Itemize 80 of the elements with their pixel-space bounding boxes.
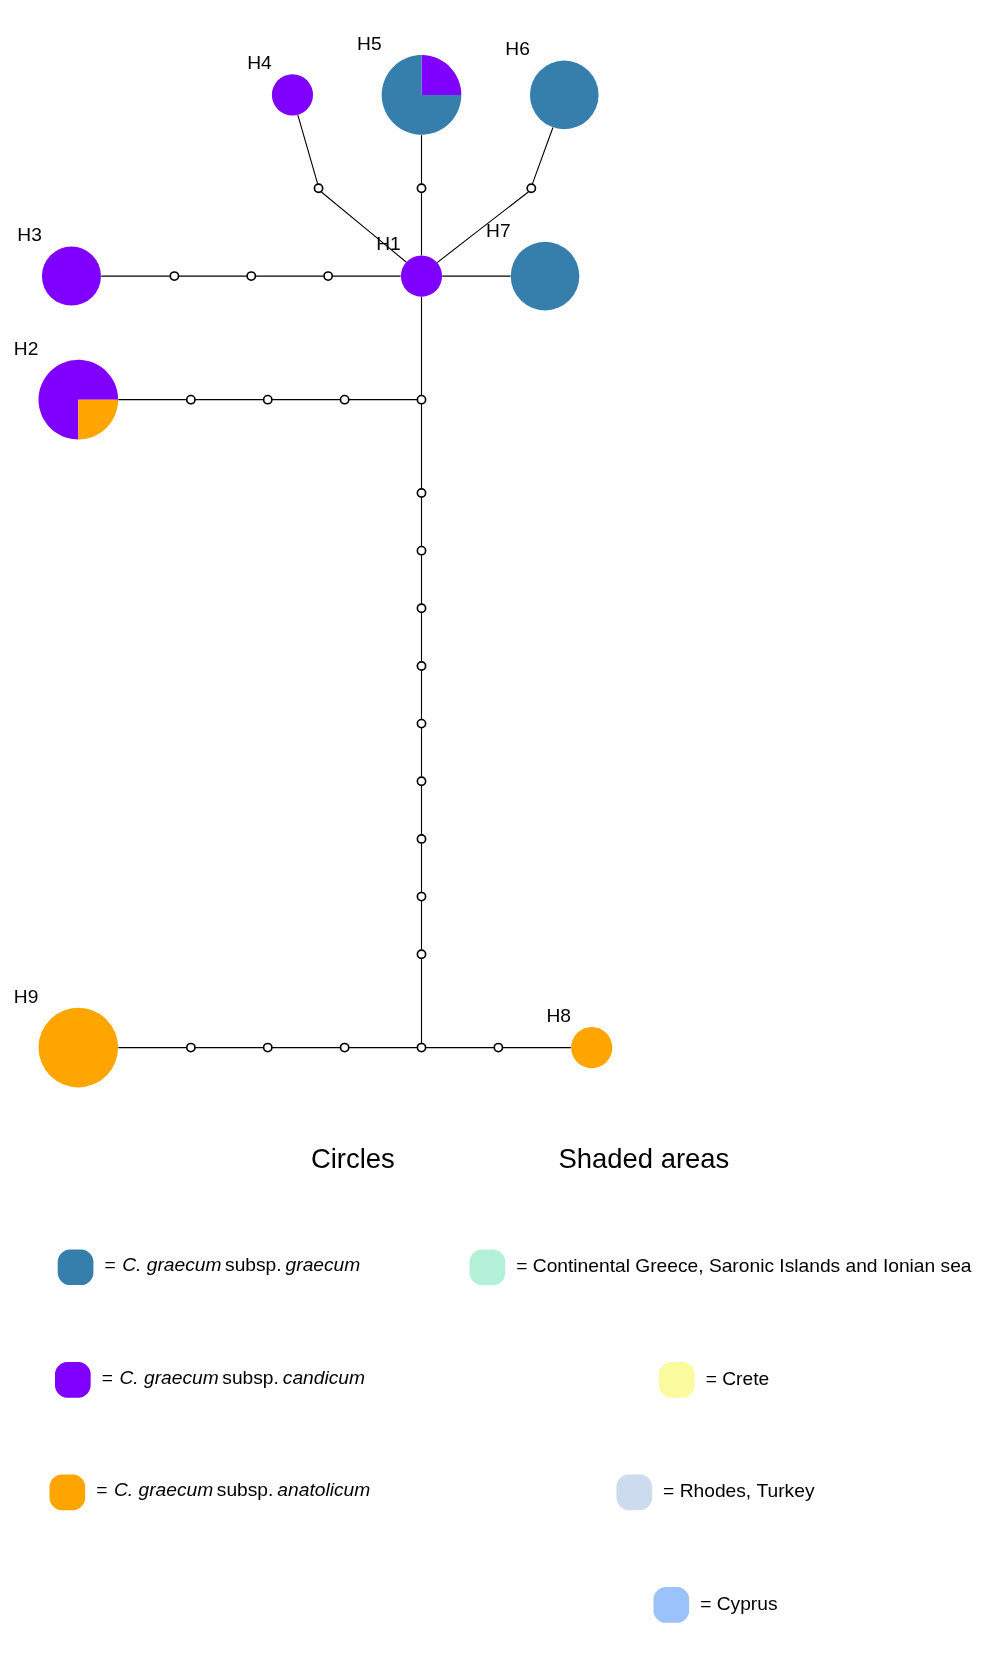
node-circle — [246, 270, 257, 281]
connector — [441, 275, 512, 277]
connector — [331, 275, 402, 277]
legend-label: = C. graecum subsp. graecum — [104, 1253, 361, 1275]
connector — [194, 398, 264, 400]
node-label: H4 — [247, 51, 272, 73]
connector — [320, 190, 407, 263]
connector — [348, 398, 418, 400]
legend-label: = Crete — [705, 1367, 770, 1389]
node-circle — [185, 394, 196, 405]
node-circle — [41, 246, 101, 306]
node-circle — [185, 1042, 196, 1053]
node-circle — [262, 1042, 273, 1053]
node-circle — [510, 241, 580, 310]
label: Circles — [310, 1142, 395, 1174]
legend-label: = C. graecum subsp. candicum — [101, 1366, 366, 1388]
legend-label: = C. graecum subsp. anatolicum — [96, 1478, 371, 1500]
connector — [420, 191, 423, 256]
connector — [420, 957, 423, 1044]
node-circle — [416, 660, 427, 671]
node-label: H9 — [13, 985, 39, 1007]
node-circle — [169, 270, 180, 281]
connector — [297, 114, 319, 184]
node-circle — [526, 182, 537, 193]
connector — [420, 726, 423, 777]
node-circle — [416, 487, 427, 498]
node-label: H6 — [505, 37, 530, 59]
node-circle — [416, 948, 427, 959]
connector — [436, 190, 530, 263]
connector — [348, 1046, 418, 1048]
label: Shaded areas — [558, 1142, 730, 1174]
node-circle — [416, 602, 427, 613]
node-circle — [493, 1042, 504, 1053]
legend-label: = Rhodes, Turkey — [663, 1479, 815, 1501]
connector — [531, 126, 554, 185]
node-circle — [416, 775, 427, 786]
node-circle — [571, 1026, 613, 1068]
node-circle — [339, 394, 350, 405]
connector — [117, 1046, 187, 1048]
connector — [100, 275, 171, 277]
connector — [271, 1046, 341, 1048]
connector — [420, 134, 423, 184]
connector — [117, 398, 187, 400]
connector — [420, 784, 423, 835]
node-circle — [416, 833, 427, 844]
connector — [425, 1046, 495, 1048]
node-circle — [529, 60, 599, 129]
connector — [420, 669, 423, 720]
connector — [420, 403, 423, 489]
node-circle — [416, 891, 427, 902]
connector — [420, 295, 423, 396]
connector — [420, 842, 423, 893]
node-circle — [416, 718, 427, 729]
node-circle — [339, 1042, 350, 1053]
node-label: H2 — [13, 337, 39, 359]
node-label: H5 — [357, 32, 382, 54]
node-circle — [416, 545, 427, 556]
node-circle — [400, 255, 443, 297]
connector — [194, 1046, 264, 1048]
connector — [178, 275, 248, 277]
connector — [420, 553, 423, 604]
connector — [420, 496, 423, 547]
connector — [271, 398, 341, 400]
connector — [420, 899, 423, 950]
node-circle — [271, 73, 314, 115]
node-label: H8 — [546, 1004, 572, 1026]
node-circle — [262, 394, 273, 405]
node-circle — [38, 1007, 119, 1087]
node-circle — [313, 182, 324, 193]
connector — [254, 275, 325, 277]
connector — [420, 611, 423, 662]
node-label: H7 — [486, 219, 511, 241]
node-circle — [416, 1042, 427, 1053]
node-circle — [416, 182, 427, 193]
connector — [502, 1046, 572, 1048]
node-label: H3 — [17, 223, 42, 245]
legend-label: = Cyprus — [700, 1592, 778, 1614]
legend-label: = Continental Greece, Saronic Islands and Ionian sea — [516, 1254, 972, 1276]
node-circle — [416, 394, 427, 405]
node-circle — [323, 270, 334, 281]
